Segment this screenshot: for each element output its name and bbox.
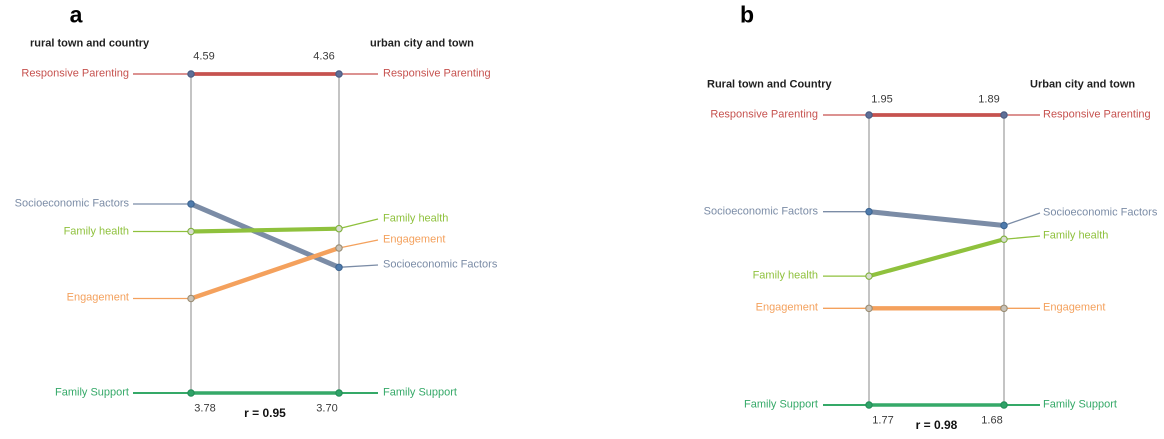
engagement-label-right: Engagement xyxy=(383,233,446,246)
engagement-label-left: Engagement xyxy=(755,301,818,314)
left-axis-top-value: 4.59 xyxy=(193,50,215,63)
left-axis-bottom-value: 1.77 xyxy=(872,414,894,427)
engagement-label-left: Engagement xyxy=(66,291,129,304)
family_health-label-left: Family health xyxy=(63,225,129,238)
socioeconomic_factors-right-connector xyxy=(1003,212,1041,227)
engagement-right-marker xyxy=(1000,304,1008,313)
responsive_parenting-right-marker xyxy=(335,70,343,78)
socioeconomic_factors-label-left: Socioeconomic Factors xyxy=(14,197,129,210)
family_health-left-marker xyxy=(865,272,873,280)
correlation-label: r = 0.98 xyxy=(915,418,958,432)
family_health-label-right: Family health xyxy=(383,212,449,225)
socioeconomic_factors-right-marker xyxy=(335,263,343,272)
family_health-label-right: Family health xyxy=(1043,229,1109,242)
family_health-right-connector xyxy=(1003,235,1041,240)
socioeconomic_factors-left-marker xyxy=(187,200,195,208)
panel-letter-a: a xyxy=(69,1,83,28)
right-column-header: urban city and town xyxy=(370,37,474,50)
socioeconomic_factors-label-right: Socioeconomic Factors xyxy=(383,258,498,271)
socioeconomic_factors-right-connector xyxy=(338,264,379,268)
family_support-left-marker xyxy=(865,401,873,409)
left-axis-top-value: 1.95 xyxy=(871,93,893,106)
responsive_parenting-left-marker xyxy=(187,70,195,78)
family_support-right-marker xyxy=(335,389,343,397)
responsive_parenting-label-right: Responsive Parenting xyxy=(1043,108,1151,121)
panel-letter-b: b xyxy=(739,1,755,28)
socioeconomic_factors-label-left: Socioeconomic Factors xyxy=(703,205,818,218)
family_health-right-marker xyxy=(335,224,343,233)
family_support-right-marker xyxy=(1000,401,1008,409)
family_health-left-marker xyxy=(187,227,195,236)
engagement-left-marker xyxy=(865,304,873,313)
responsive_parenting-label-left: Responsive Parenting xyxy=(710,108,818,121)
right-axis-top-value: 1.89 xyxy=(978,93,1000,106)
family_health-slope-line xyxy=(190,226,340,234)
engagement-left-marker xyxy=(187,294,195,303)
correlation-label: r = 0.95 xyxy=(244,406,286,420)
family_support-label-right: Family Support xyxy=(383,386,457,399)
responsive_parenting-label-left: Responsive Parenting xyxy=(21,67,129,80)
family_health-right-marker xyxy=(1000,235,1008,244)
family_support-label-left: Family Support xyxy=(744,398,818,411)
engagement-label-right: Engagement xyxy=(1043,301,1106,314)
socioeconomic_factors-slope-line xyxy=(868,209,1005,228)
engagement-right-connector xyxy=(338,239,379,249)
right-axis-bottom-value: 3.70 xyxy=(316,402,338,415)
responsive_parenting-label-right: Responsive Parenting xyxy=(383,67,491,80)
left-column-header: rural town and country xyxy=(30,37,150,50)
left-column-header: Rural town and Country xyxy=(707,78,832,91)
right-axis-bottom-value: 1.68 xyxy=(981,414,1003,427)
family_health-slope-line xyxy=(868,237,1005,279)
engagement-right-marker xyxy=(335,244,343,252)
family_support-label-right: Family Support xyxy=(1043,398,1117,411)
family_health-label-left: Family health xyxy=(752,269,818,282)
left-axis-bottom-value: 3.78 xyxy=(194,402,216,415)
family_support-left-marker xyxy=(187,389,195,397)
family_support-label-left: Family Support xyxy=(55,386,129,399)
socioeconomic_factors-right-marker xyxy=(1000,221,1008,230)
family_health-right-connector xyxy=(338,218,379,230)
right-column-header: Urban city and town xyxy=(1030,78,1136,91)
socioeconomic_factors-label-right: Socioeconomic Factors xyxy=(1043,206,1158,219)
socioeconomic_factors-left-marker xyxy=(865,207,873,216)
responsive_parenting-right-marker xyxy=(1000,111,1008,119)
responsive_parenting-left-marker xyxy=(865,111,873,119)
right-axis-top-value: 4.36 xyxy=(313,50,335,63)
engagement-slope-line xyxy=(190,245,340,301)
